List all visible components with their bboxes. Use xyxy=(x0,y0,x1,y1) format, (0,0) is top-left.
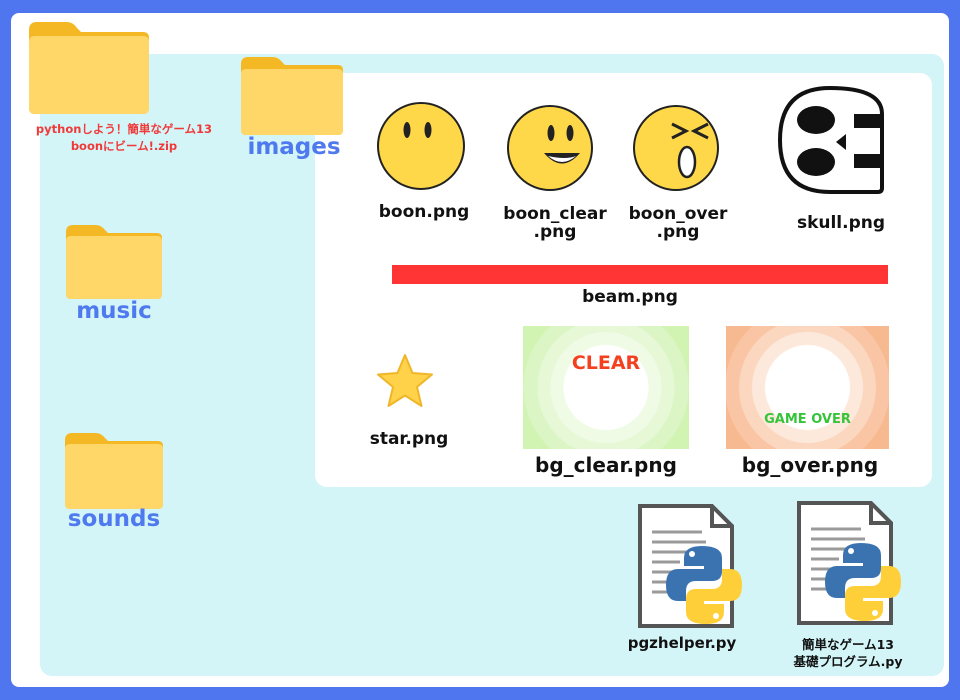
main-program-label-line2: 基礎プログラム.py xyxy=(793,654,903,669)
main-program-label-line1: 簡単なゲーム13 xyxy=(801,637,895,652)
bg-over-image-icon[interactable]: GAME OVER xyxy=(726,326,889,449)
boon-over-image-icon[interactable] xyxy=(632,104,720,192)
zip-folder-label: pythonしよう！簡単なゲーム13 boonにビーム!.zip xyxy=(18,121,230,155)
pgzhelper-file-label: pgzhelper.py xyxy=(627,634,737,652)
boon-clear-label-line2: .png xyxy=(533,222,577,242)
music-folder-label: music xyxy=(76,298,152,324)
pgzhelper-file-icon[interactable] xyxy=(636,502,752,632)
beam-image-icon[interactable] xyxy=(392,265,888,284)
zip-folder-label-line1: pythonしよう！簡単なゲーム13 xyxy=(35,122,213,136)
star-image-label: star.png xyxy=(369,429,449,449)
boon-clear-label-line1: boon_clear xyxy=(503,204,607,224)
main-program-file-icon[interactable] xyxy=(795,499,911,629)
boon-image-icon[interactable] xyxy=(376,101,466,191)
beam-image-label: beam.png xyxy=(582,287,678,307)
boon-clear-image-label: boon_clear .png xyxy=(498,205,612,241)
boon-over-label-line1: boon_over xyxy=(628,204,728,224)
zip-folder-icon[interactable] xyxy=(27,20,151,116)
bg-over-overlay-text: GAME OVER xyxy=(764,412,851,427)
python-logo-icon xyxy=(825,543,901,621)
boon-over-image-label: boon_over .png xyxy=(622,205,734,241)
python-logo-icon xyxy=(666,546,742,624)
star-image-icon[interactable] xyxy=(374,352,436,410)
boon-image-label: boon.png xyxy=(378,202,470,222)
skull-image-label: skull.png xyxy=(796,213,886,233)
bg-clear-image-label: bg_clear.png xyxy=(535,453,677,477)
bg-clear-image-icon[interactable]: CLEAR xyxy=(523,326,689,449)
sounds-folder-icon[interactable] xyxy=(63,431,165,511)
boon-clear-image-icon[interactable] xyxy=(506,104,594,192)
sounds-folder-label: sounds xyxy=(67,506,161,532)
bg-clear-overlay-text: CLEAR xyxy=(571,352,641,374)
images-folder-label: images xyxy=(247,134,341,160)
images-folder-icon[interactable] xyxy=(239,55,345,137)
zip-folder-label-line2: boonにビーム!.zip xyxy=(70,139,178,153)
skull-image-icon[interactable] xyxy=(776,84,886,196)
bg-over-image-label: bg_over.png xyxy=(741,453,879,477)
main-program-file-label: 簡単なゲーム13 基礎プログラム.py xyxy=(778,636,918,670)
boon-over-label-line2: .png xyxy=(656,222,700,242)
music-folder-icon[interactable] xyxy=(64,223,164,301)
